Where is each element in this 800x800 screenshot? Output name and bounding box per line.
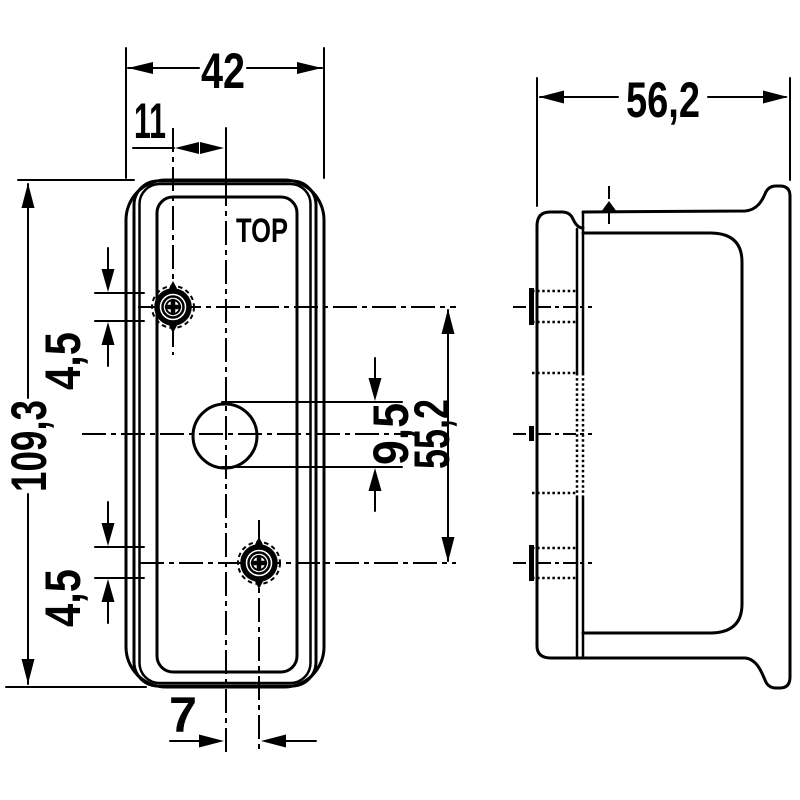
dim-bottom-screw-offset-7: 7 [169,687,317,748]
top-marking-label: TOP [236,212,288,250]
dim-center-hole-value: 9,5 [363,403,419,465]
dim-top-screw-offset-11: 11 [132,93,227,181]
dim-screw-spacing-55-2: 55,2 [404,309,460,562]
side-inner-cavity [581,231,744,635]
dim-bottom-screw-offset-value: 7 [169,687,197,743]
dim-width-value: 42 [201,43,245,99]
center-hole-tangent-lines [221,401,403,468]
dim-screw-spacing-value: 55,2 [404,399,460,469]
dim-depth-56-2: 56,2 [536,72,791,207]
front-view: TOP 42 11 109,3 4,5 [1,43,460,753]
dim-top-hole-4-5: 4,5 [35,247,145,390]
dim-center-hole-9-5: 9,5 [363,357,419,512]
lamp-housing-outline [132,179,318,688]
side-view: 56,2 [513,72,792,690]
lamp-lens-outline [155,195,299,674]
lamp-housing-rim [138,182,312,685]
side-outer-profile [535,184,792,690]
dim-bottom-hole-value: 4,5 [35,569,91,627]
dim-bottom-hole-4-5: 4,5 [35,501,145,627]
dim-height-value: 109,3 [1,400,57,492]
dim-width-42: 42 [125,43,325,179]
dim-top-screw-offset-value: 11 [134,93,166,149]
side-top-marker-arrow [601,201,617,212]
bottom-screw-icon [238,537,280,589]
dim-top-hole-value: 4,5 [35,332,91,390]
dim-height-109-3: 109,3 [1,179,147,688]
dim-depth-value: 56,2 [626,72,700,128]
